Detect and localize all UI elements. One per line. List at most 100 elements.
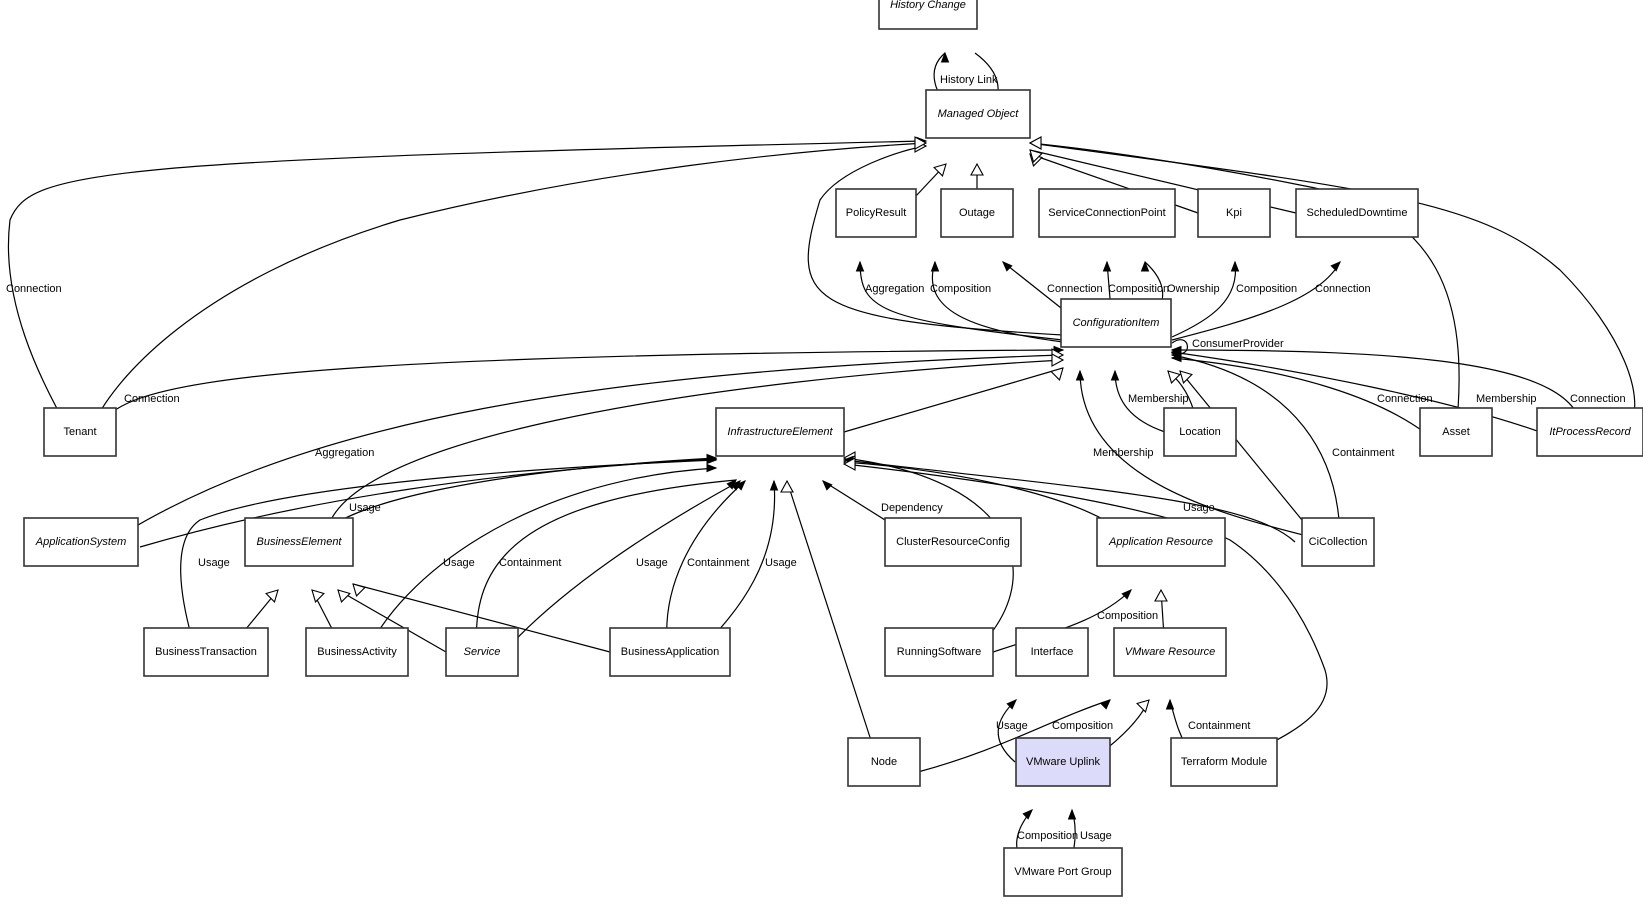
edge-line xyxy=(352,583,611,653)
node-box[interactable] xyxy=(1197,188,1271,238)
node-box[interactable] xyxy=(1003,847,1123,897)
edge-label: Containment xyxy=(1188,720,1250,732)
node-node[interactable]: Node xyxy=(847,737,921,787)
node-service[interactable]: Service xyxy=(445,627,519,677)
node-label: ApplicationSystem xyxy=(35,536,127,548)
node-interface[interactable]: Interface xyxy=(1015,627,1089,677)
edge-label: Aggregation xyxy=(315,447,374,459)
node-box[interactable] xyxy=(1015,737,1111,787)
node-box[interactable] xyxy=(305,627,409,677)
node-box[interactable] xyxy=(1536,407,1643,457)
node-box[interactable] xyxy=(43,407,117,457)
node-box[interactable] xyxy=(925,89,1031,139)
edge-label: Usage xyxy=(1080,830,1112,842)
node-label: Outage xyxy=(959,207,995,219)
node-box[interactable] xyxy=(609,627,731,677)
edge-line xyxy=(1171,349,1583,433)
node-vmware-uplink[interactable]: VMware Uplink xyxy=(1015,737,1111,787)
edge-label: Composition xyxy=(1097,610,1158,622)
hollow-arrowhead-icon xyxy=(1029,149,1043,163)
hollow-arrowhead-icon xyxy=(1050,367,1064,381)
node-location[interactable]: Location xyxy=(1163,407,1237,457)
edge-label: Membership xyxy=(1128,393,1189,405)
node-box[interactable] xyxy=(1163,407,1237,457)
node-box[interactable] xyxy=(143,627,269,677)
node-scheduled-downtime[interactable]: ScheduledDowntime xyxy=(1295,188,1419,238)
node-configuration-item[interactable]: ConfigurationItem xyxy=(1060,298,1172,348)
node-box[interactable] xyxy=(878,0,978,30)
node-kpi[interactable]: Kpi xyxy=(1197,188,1271,238)
node-terraform-module[interactable]: Terraform Module xyxy=(1170,737,1278,787)
node-business-application[interactable]: BusinessApplication xyxy=(609,627,731,677)
node-box[interactable] xyxy=(1015,627,1089,677)
node-box[interactable] xyxy=(884,517,1022,567)
edge-label: Usage xyxy=(349,502,381,514)
edge-business-activity-to-infrastructure-element xyxy=(366,463,718,653)
edge-line xyxy=(325,359,1064,543)
edge-business-application-to-business-element xyxy=(352,583,611,653)
node-box[interactable] xyxy=(1113,627,1227,677)
node-box[interactable] xyxy=(835,188,917,238)
node-outage[interactable]: Outage xyxy=(940,188,1014,238)
node-box[interactable] xyxy=(244,517,354,567)
edge-line xyxy=(807,145,1064,336)
node-it-process-record[interactable]: ItProcessRecord xyxy=(1536,407,1643,457)
hollow-arrowhead-icon xyxy=(352,583,366,597)
edge-label: Composition xyxy=(930,283,991,295)
node-vmware-resource[interactable]: VMware Resource xyxy=(1113,627,1227,677)
node-box[interactable] xyxy=(1096,517,1226,567)
filled-arrowhead-icon xyxy=(1002,261,1013,272)
node-managed-object[interactable]: Managed Object xyxy=(925,89,1031,139)
node-label: ItProcessRecord xyxy=(1549,426,1631,438)
edge-configuration-item-to-policy-result xyxy=(855,260,1064,341)
edge-line xyxy=(843,367,1064,433)
node-running-software[interactable]: RunningSoftware xyxy=(884,627,994,677)
node-application-resource[interactable]: Application Resource xyxy=(1096,517,1226,567)
edge-line xyxy=(313,457,717,543)
node-box[interactable] xyxy=(1170,737,1278,787)
edge-label: Ownership xyxy=(1167,283,1220,295)
node-box[interactable] xyxy=(1301,517,1375,567)
edge-label: Connection xyxy=(1047,283,1103,295)
edge-line xyxy=(1171,351,1541,433)
node-business-transaction[interactable]: BusinessTransaction xyxy=(143,627,269,677)
node-box[interactable] xyxy=(23,517,139,567)
node-box[interactable] xyxy=(847,737,921,787)
node-box[interactable] xyxy=(715,407,845,457)
node-box[interactable] xyxy=(940,188,1014,238)
filled-arrowhead-icon xyxy=(1110,369,1120,381)
node-cluster-resource-config[interactable]: ClusterResourceConfig xyxy=(884,517,1022,567)
edge-line xyxy=(89,142,927,433)
node-ci-collection[interactable]: CiCollection xyxy=(1301,517,1375,567)
node-history-change[interactable]: History Change xyxy=(878,0,978,30)
node-box[interactable] xyxy=(1060,298,1172,348)
edge-location-to-configuration-item xyxy=(1110,369,1166,433)
edge-label: Usage xyxy=(1183,502,1215,514)
filled-arrowhead-icon xyxy=(735,480,746,491)
node-box[interactable] xyxy=(884,627,994,677)
edge-line xyxy=(1171,261,1341,341)
node-policy-result[interactable]: PolicyResult xyxy=(835,188,917,238)
hollow-arrowhead-icon xyxy=(1167,370,1181,384)
node-application-system[interactable]: ApplicationSystem xyxy=(23,517,139,567)
filled-arrowhead-icon xyxy=(1067,808,1077,820)
node-vmware-port-group[interactable]: VMware Port Group xyxy=(1003,847,1123,897)
edge-label: Usage xyxy=(198,557,230,569)
node-asset[interactable]: Asset xyxy=(1419,407,1493,457)
node-business-element[interactable]: BusinessElement xyxy=(244,517,354,567)
node-label: BusinessTransaction xyxy=(155,646,257,658)
node-box[interactable] xyxy=(1419,407,1493,457)
node-business-activity[interactable]: BusinessActivity xyxy=(305,627,409,677)
node-box[interactable] xyxy=(445,627,519,677)
hollow-arrowhead-icon xyxy=(311,589,325,603)
node-box[interactable] xyxy=(1295,188,1419,238)
node-service-connection-point[interactable]: ServiceConnectionPoint xyxy=(1038,188,1176,238)
edge-line xyxy=(337,589,447,653)
node-infrastructure-element[interactable]: InfrastructureElement xyxy=(715,407,845,457)
node-box[interactable] xyxy=(1038,188,1176,238)
node-label: Location xyxy=(1179,426,1221,438)
node-tenant[interactable]: Tenant xyxy=(43,407,117,457)
node-label: InfrastructureElement xyxy=(727,426,833,438)
edge-line xyxy=(503,480,741,653)
